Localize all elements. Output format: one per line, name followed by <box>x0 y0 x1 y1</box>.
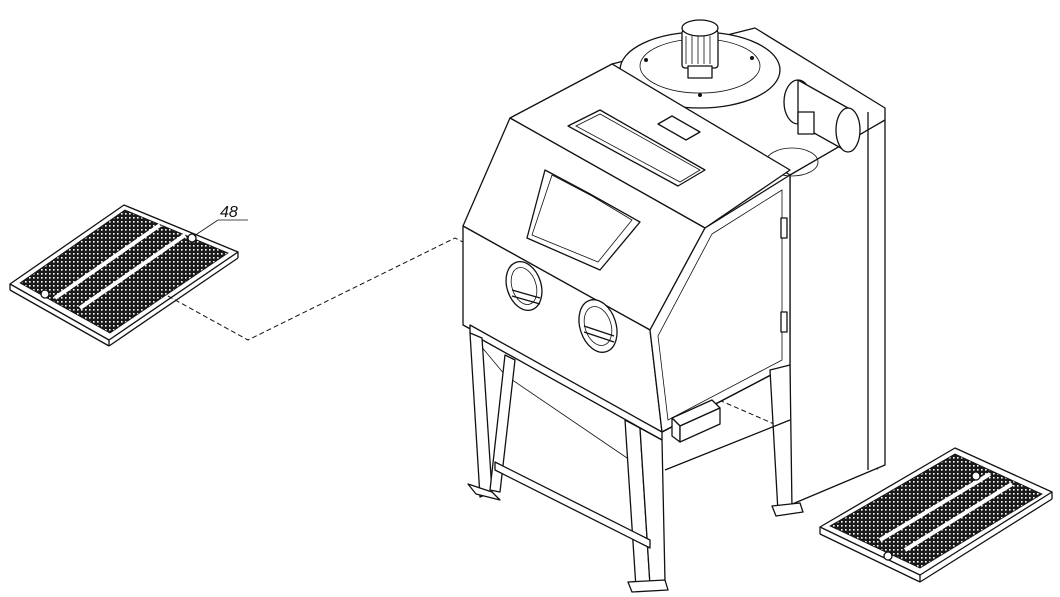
part-number-label: 48 <box>220 204 238 221</box>
blast-cabinet <box>462 19 886 593</box>
part-callout: 48 <box>193 204 248 237</box>
floor-grate-left <box>9 204 239 347</box>
floor-grate-right <box>819 447 1053 583</box>
